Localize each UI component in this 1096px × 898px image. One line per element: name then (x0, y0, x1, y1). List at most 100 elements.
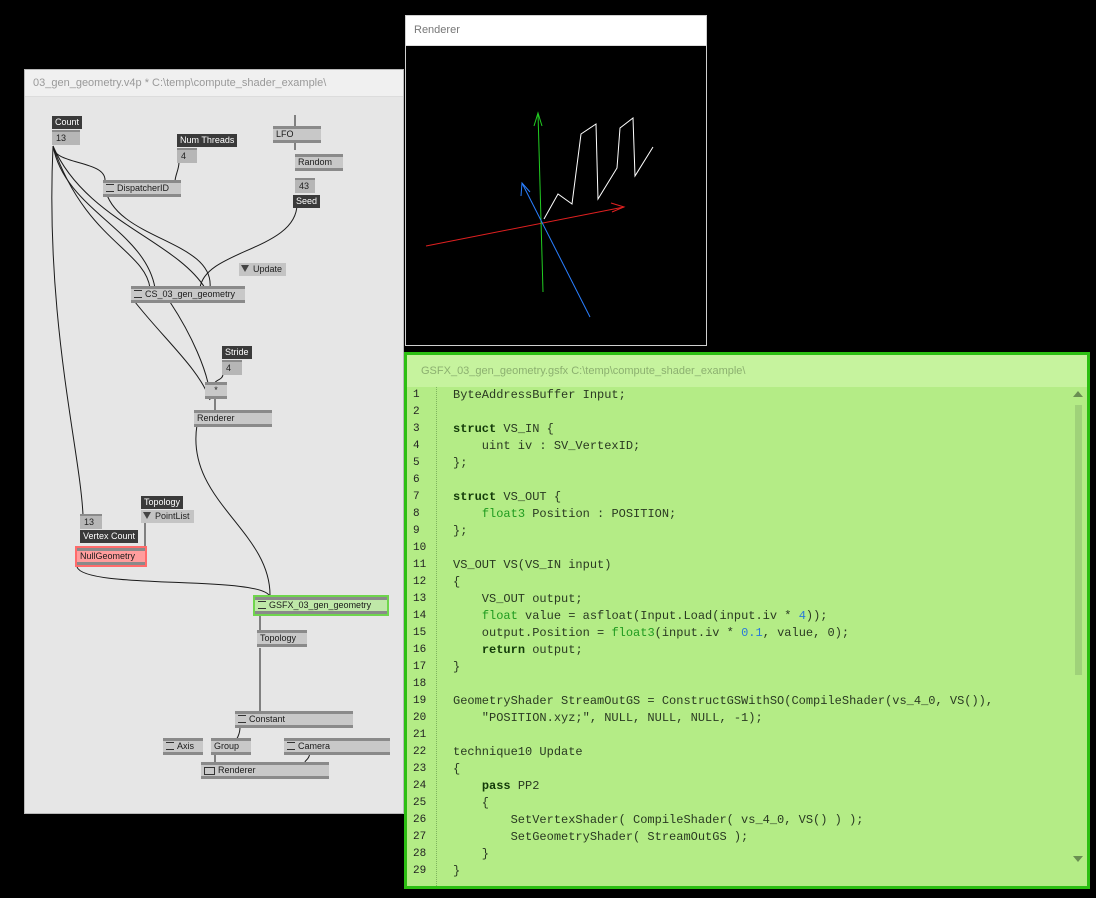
topology-node[interactable]: Topology (257, 630, 307, 647)
triangle-down-icon (143, 512, 151, 520)
nullgeometry-node-selected[interactable]: NullGeometry (75, 546, 147, 567)
y-axis-arrowhead (533, 111, 543, 127)
code-text: VS_OUT VS(VS_IN input) (453, 558, 612, 572)
camera-node[interactable]: Camera (284, 738, 390, 755)
renderer-viewport[interactable] (406, 46, 706, 345)
code-line[interactable]: 4 uint iv : SV_VertexID; (407, 438, 1073, 455)
node-menu-icon (258, 600, 266, 609)
code-line[interactable]: 18 (407, 676, 1073, 693)
lfo-node[interactable]: LFO (273, 126, 321, 143)
code-line[interactable]: 27 SetGeometryShader( StreamOutGS ); (407, 829, 1073, 846)
code-line[interactable]: 28 } (407, 846, 1073, 863)
code-text: }; (453, 524, 468, 538)
update-label: Update (253, 264, 283, 274)
gsfx-gen-geometry-node-selected[interactable]: GSFX_03_gen_geometry (253, 595, 389, 616)
z-axis-line (521, 182, 591, 318)
code-editor-window[interactable]: GSFX_03_gen_geometry.gsfx C:\temp\comput… (404, 352, 1090, 889)
stride-value-box[interactable]: 4 (222, 360, 242, 375)
dispatcherid-node-label: DispatcherID (117, 183, 170, 193)
update-bang[interactable]: Update (239, 263, 287, 276)
multiply-node[interactable]: * (205, 382, 227, 399)
renderer-buffer-node[interactable]: Renderer (194, 410, 272, 427)
renderer-window[interactable]: Renderer (405, 15, 707, 346)
seed-value-box[interactable]: 43 (295, 178, 315, 193)
line-number: 22 (413, 746, 427, 758)
line-number: 8 (413, 508, 420, 520)
vertex-count-value-box[interactable]: 13 (80, 514, 102, 529)
camera-node-label: Camera (298, 741, 331, 751)
editor-window-title[interactable]: GSFX_03_gen_geometry.gsfx C:\temp\comput… (407, 355, 1087, 387)
scroll-up-icon[interactable] (1073, 391, 1083, 397)
code-line[interactable]: 5}; (407, 455, 1073, 472)
patch-canvas[interactable]: Count 13 Num Threads 4 LFO Random 43 See… (25, 70, 405, 815)
code-line[interactable]: 2 (407, 404, 1073, 421)
line-number: 21 (413, 729, 427, 741)
seed-label: Seed (293, 195, 321, 208)
code-line[interactable]: 6 (407, 472, 1073, 489)
code-line[interactable]: 20 "POSITION.xyz;", NULL, NULL, NULL, -1… (407, 710, 1073, 727)
patch-window-title[interactable]: 03_gen_geometry.v4p * C:\temp\compute_sh… (25, 70, 403, 97)
code-line[interactable]: 10 (407, 540, 1073, 557)
line-number: 9 (413, 525, 420, 537)
vertex-count-label: Vertex Count (80, 530, 139, 543)
code-line[interactable]: 17} (407, 659, 1073, 676)
generated-geometry-line (543, 117, 654, 220)
line-number: 25 (413, 797, 427, 809)
x-axis-line (425, 206, 625, 247)
code-line[interactable]: 26 SetVertexShader( CompileShader( vs_4_… (407, 812, 1073, 829)
code-text: { (453, 575, 461, 589)
dispatcherid-node[interactable]: DispatcherID (103, 180, 181, 197)
cs-gen-geometry-node[interactable]: CS_03_gen_geometry (131, 286, 245, 303)
line-number: 19 (413, 695, 427, 707)
code-text: SetVertexShader( CompileShader( vs_4_0, … (453, 813, 864, 827)
code-text: { (453, 796, 490, 810)
code-line[interactable]: 25 { (407, 795, 1073, 812)
line-number: 12 (413, 576, 427, 588)
scroll-down-icon[interactable] (1073, 856, 1083, 862)
line-number: 4 (413, 440, 420, 452)
group-node[interactable]: Group (211, 738, 251, 755)
count-label: Count (52, 116, 83, 129)
code-line[interactable]: 13 VS_OUT output; (407, 591, 1073, 608)
code-line[interactable]: 23{ (407, 761, 1073, 778)
patch-window[interactable]: 03_gen_geometry.v4p * C:\temp\compute_sh… (24, 69, 404, 814)
code-line[interactable]: 19 GeometryShader StreamOutGS = Construct… (407, 693, 1073, 710)
code-line[interactable]: 12 { (407, 574, 1073, 591)
line-number: 14 (413, 610, 427, 622)
topology-label: Topology (141, 496, 184, 509)
code-text: "POSITION.xyz;", NULL, NULL, NULL, -1); (453, 711, 763, 725)
scrollbar-thumb[interactable] (1075, 405, 1082, 675)
code-line[interactable]: 9}; (407, 523, 1073, 540)
code-line[interactable]: 16 return output; (407, 642, 1073, 659)
count-value-box[interactable]: 13 (52, 130, 80, 145)
line-number: 17 (413, 661, 427, 673)
code-line[interactable]: 15 output.Position = float3(input.iv * 0… (407, 625, 1073, 642)
constant-node[interactable]: Constant (235, 711, 353, 728)
code-line[interactable]: 24 pass PP2 (407, 778, 1073, 795)
code-line[interactable]: 21 (407, 727, 1073, 744)
code-text: GeometryShader StreamOutGS = ConstructGS… (453, 694, 994, 708)
code-line[interactable]: 29} (407, 863, 1073, 880)
renderer-window-title[interactable]: Renderer (406, 16, 706, 46)
renderer-dx11-node[interactable]: Renderer (201, 762, 329, 779)
code-line[interactable]: 14 float value = asfloat(Input.Load(inpu… (407, 608, 1073, 625)
code-text: float3 Position : POSITION; (481, 507, 677, 521)
code-text: pass PP2 (481, 779, 540, 793)
window-icon (204, 766, 215, 775)
code-text: output.Position = float3(input.iv * 0.1,… (453, 626, 850, 640)
vertical-scrollbar[interactable] (1070, 387, 1087, 886)
topology-enum[interactable]: PointList (141, 510, 194, 523)
random-node[interactable]: Random (295, 154, 343, 171)
code-line[interactable]: 8 float3 Position : POSITION; (407, 506, 1073, 523)
code-text: } (453, 660, 461, 674)
code-text: VS_OUT output; (453, 592, 583, 606)
num-threads-value-box[interactable]: 4 (177, 148, 197, 163)
axis-node[interactable]: Axis (163, 738, 203, 755)
code-text: } (453, 847, 490, 861)
